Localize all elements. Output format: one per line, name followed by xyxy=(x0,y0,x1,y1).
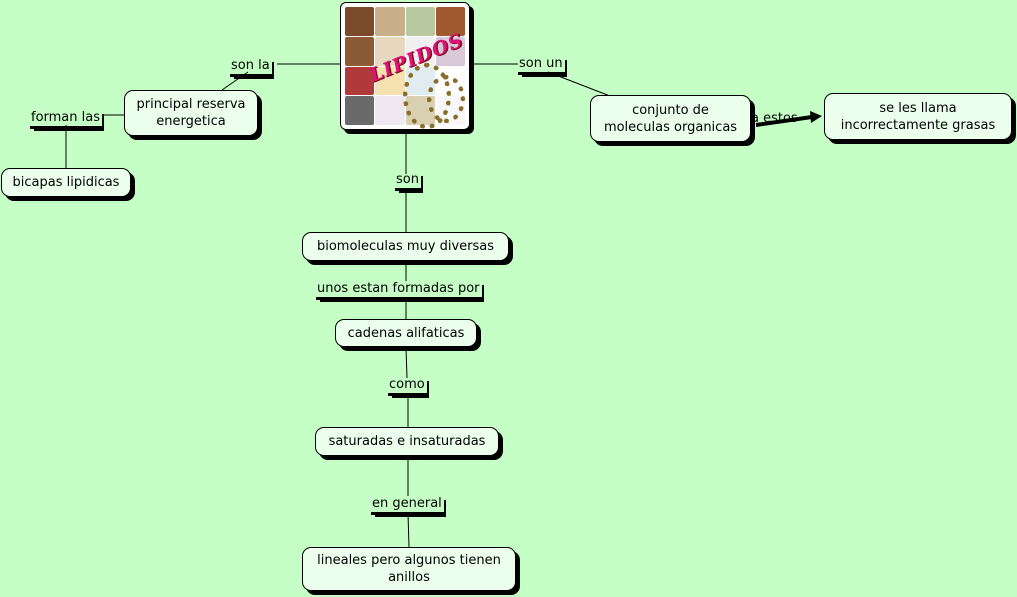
node-biomoleculas[interactable]: biomoleculas muy diversas xyxy=(302,232,509,261)
image-cell xyxy=(405,7,435,36)
node-saturadas[interactable]: saturadas e insaturadas xyxy=(315,427,499,456)
image-cell xyxy=(435,7,465,36)
node-principal-reserva[interactable]: principal reserva energetica xyxy=(124,90,258,136)
image-cell xyxy=(345,96,375,125)
image-cell xyxy=(375,36,405,66)
node-conjunto-moleculas[interactable]: conjunto de moleculas organicas xyxy=(590,95,751,142)
link-son-un: son un xyxy=(518,56,565,75)
membrane-ring-small xyxy=(427,75,465,123)
image-cell xyxy=(375,96,405,125)
image-cell xyxy=(405,36,435,66)
link-unos-estan-formadas-por: unos estan formadas por xyxy=(316,281,482,300)
image-cell xyxy=(345,66,375,96)
image-cell xyxy=(345,7,375,36)
lipidos-image: LIPIDOS xyxy=(340,2,470,130)
image-cell xyxy=(375,7,405,36)
image-cell xyxy=(375,66,405,96)
line-en-general-to-lineales xyxy=(407,512,410,548)
link-en-general: en general xyxy=(371,496,444,515)
link-son-la: son la xyxy=(230,58,272,77)
arrow-to-grasas xyxy=(755,111,822,127)
node-cadenas-alifaticas[interactable]: cadenas alifaticas xyxy=(335,319,477,347)
link-como: como xyxy=(388,377,427,396)
image-cell xyxy=(435,36,465,66)
node-bicapas-lipidicas[interactable]: bicapas lipidicas xyxy=(1,168,131,197)
node-grasas[interactable]: se les llama incorrectamente grasas xyxy=(824,93,1012,140)
link-a-estos: a estos xyxy=(751,111,798,126)
line-son-un-to-conjunto xyxy=(547,71,611,97)
link-forman-las: forman las xyxy=(30,110,102,129)
line-cadenas-to-como xyxy=(405,346,408,379)
link-son: son xyxy=(395,172,421,191)
image-cell xyxy=(345,36,375,66)
node-lineales[interactable]: lineales pero algunos tienen anillos xyxy=(302,547,516,591)
